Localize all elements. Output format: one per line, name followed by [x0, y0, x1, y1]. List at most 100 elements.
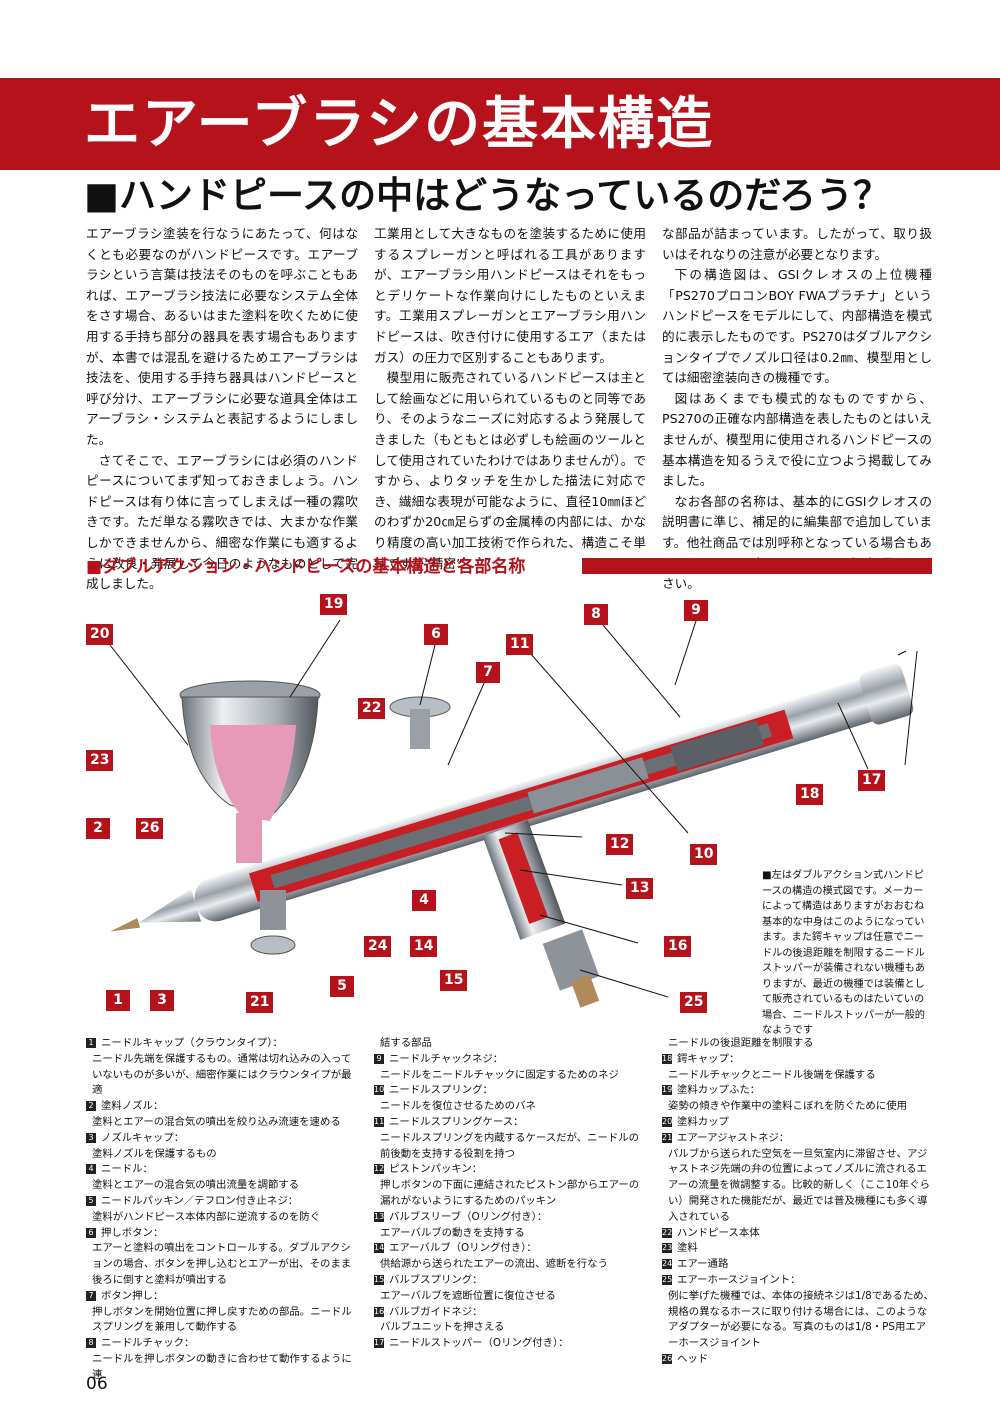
part-number: 20 — [662, 1116, 673, 1127]
intro-paragraph: 下の構造図は、GSIクレオスの上位機種「PS270プロコンBOY FWAプラチナ… — [662, 267, 932, 386]
part-name: 塗料 — [677, 1242, 698, 1255]
diagram-label: 1 — [106, 990, 130, 1011]
trigger-button — [389, 696, 451, 749]
page-subtitle: ■ハンドピースの中はどうなっているのだろう？ — [84, 174, 891, 217]
part-number: 9 — [374, 1053, 384, 1064]
diagram-label: 9 — [684, 600, 708, 621]
diagram-label: 25 — [680, 992, 708, 1013]
diagram-label: 20 — [86, 624, 114, 645]
part-number: 22 — [662, 1227, 673, 1238]
part-desc: 塗料がハンドピース本体内部に逆流するのを防ぐ — [92, 1210, 321, 1223]
diagram-label: 16 — [664, 936, 692, 957]
diagram-note: ■左はダブルアクション式ハンドピースの構造の模式図です。メーカーによって構造はあ… — [762, 870, 925, 1036]
part-name: ニードルチャック： — [101, 1337, 195, 1350]
title-band — [0, 78, 1000, 170]
airbrush-diagram — [109, 619, 918, 1008]
part-number: 5 — [86, 1195, 96, 1206]
intro-paragraph: 図はあくまでも模式的なものですから、PS270の正確な内部構造を表したものとはい… — [662, 390, 932, 489]
part-number: 6 — [86, 1227, 96, 1238]
part-desc: 塗料ノズルを保護するもの — [92, 1147, 217, 1160]
part-desc: ニードルを復位させるためのバネ — [380, 1100, 536, 1113]
intro-paragraph: な部品が詰まっています。したがって、取り扱いはそれなりの注意が必要となります。 — [662, 226, 932, 262]
handpiece-body — [109, 663, 914, 932]
part-desc: エアーと塗料の噴出をコントロールする。ダブルアクションの場合、ボタンを押し込むと… — [92, 1242, 352, 1286]
part-desc: 押しボタンの下面に連結されたピストン部からエアーの漏れがないようにするためのパッ… — [380, 1179, 640, 1207]
section-heading: ■ダブルアクション・ハンドピースの基本構造と各部名称 — [86, 556, 525, 580]
diagram-label: 24 — [364, 936, 392, 957]
part-desc: エアーバルブの動きを支持する — [380, 1226, 525, 1239]
part-desc: ニードルを押しボタンの動きに合わせて動作するように連 — [92, 1352, 352, 1381]
part-desc: ニードル先端を保護するもの。通常は切れ込みの入っていないものが多いが、細密作業に… — [92, 1052, 352, 1097]
part-number: 7 — [86, 1290, 96, 1301]
part-number: 19 — [662, 1085, 673, 1096]
part-name: 塗料カップ — [677, 1115, 729, 1128]
part-name: エアーホースジョイント： — [677, 1273, 801, 1286]
part-number: 21 — [662, 1132, 673, 1143]
part-name: ピストンパッキン： — [389, 1163, 483, 1176]
part-number: 18 — [662, 1053, 673, 1064]
part-name: エアーバルブ（Oリング付き）： — [389, 1242, 537, 1255]
part-desc: 結する部品 — [380, 1037, 432, 1049]
diagram-label: 23 — [86, 750, 114, 771]
page-number: 06 — [86, 1374, 108, 1394]
intro-column-2: 工業用として大きなものを塗装するために使用するスプレーガンと呼ばれる工具がありま… — [374, 224, 646, 574]
diagram-label: 5 — [330, 976, 354, 997]
intro-paragraph: エアーブラシ塗装を行なうにあたって、何はなくとも必要なのがハンドピースです。エア… — [86, 226, 358, 447]
diagram-label: 11 — [506, 634, 534, 655]
intro-paragraph: さてそこで、エアーブラシには必須のハンドピースについてまず知っておきましょう。ハ… — [86, 452, 358, 592]
part-name: ニードルストッパー（Oリング付き）： — [389, 1337, 569, 1350]
part-desc: 塗料とエアーの混合気の噴出流量を調節する — [92, 1179, 300, 1192]
diagram-label: 2 — [86, 818, 110, 839]
part-number: 25 — [662, 1274, 673, 1285]
part-name: ニードルチャックネジ： — [389, 1052, 504, 1065]
part-desc: ニードルスプリングを内蔵するケースだが、ニードルの前後動を支持する役割を持つ — [380, 1131, 640, 1160]
part-desc: 例に挙げた機種では、本体の接続ネジは1/8であるため、規格の異なるホースに取り付… — [668, 1289, 934, 1350]
diagram-label: 12 — [606, 834, 634, 855]
section-title: ■ダブルアクション・ハンドピースの基本構造と各部名称 — [86, 557, 526, 577]
part-name: ニードルスプリングケース： — [389, 1115, 524, 1128]
diagram-label: 14 — [410, 936, 438, 957]
part-number: 23 — [662, 1243, 673, 1254]
diagram-label: 4 — [412, 890, 436, 911]
diagram-label: 18 — [796, 784, 824, 805]
diagram-label: 8 — [584, 604, 608, 625]
part-name: ノズルキャップ： — [101, 1131, 185, 1144]
diagram-label: 17 — [858, 770, 886, 791]
part-name: 鍔キャップ： — [677, 1052, 740, 1065]
part-number: 16 — [374, 1306, 385, 1317]
diagram-label: 26 — [136, 818, 164, 839]
part-name: 押しボタン： — [101, 1226, 164, 1239]
part-number: 15 — [374, 1274, 385, 1285]
intro-column-3: な部品が詰まっています。したがって、取り扱いはそれなりの注意が必要となります。 … — [662, 224, 932, 595]
part-desc: バルブユニットを押さえる — [380, 1321, 505, 1334]
diagram-label: 7 — [476, 662, 500, 683]
part-name: ボタン押し： — [101, 1289, 164, 1302]
part-number: 12 — [374, 1164, 385, 1175]
intro-paragraph: なお各部の名称は、基本的にGSIクレオスの説明書に準じ、補足的に編集部で追加して… — [662, 493, 932, 592]
page-title: エアーブラシの基本構造 — [84, 92, 715, 157]
diagram-label: 22 — [358, 698, 386, 719]
part-desc: ニードルチャックとニードル後端を保護する — [668, 1068, 876, 1081]
leader-lines — [109, 619, 918, 998]
part-number: 17 — [374, 1338, 385, 1349]
diagram-label: 3 — [150, 990, 174, 1011]
part-number: 2 — [86, 1101, 96, 1112]
part-name: ニードルキャップ（クラウンタイプ）： — [101, 1037, 283, 1049]
part-name: ニードルスプリング： — [389, 1084, 493, 1097]
part-desc: 押しボタンを開始位置に押し戻すための部品。ニードルスプリングを兼用して動作する — [92, 1305, 352, 1334]
part-name: ニードルパッキン／テフロン付き止ネジ： — [101, 1194, 299, 1207]
part-name: ニードル： — [101, 1163, 153, 1176]
paint-cup — [179, 680, 321, 863]
diagram-label: 21 — [246, 992, 274, 1013]
part-name: 塗料ノズル： — [101, 1100, 164, 1113]
intro-paragraph: 工業用として大きなものを塗装するために使用するスプレーガンと呼ばれる工具がありま… — [374, 226, 646, 365]
diagram-label: 10 — [690, 844, 718, 865]
part-name: エアー通路 — [677, 1258, 729, 1271]
part-name: バルブスリーブ（Oリング付き）： — [389, 1210, 548, 1223]
air-adjust-screw — [250, 890, 296, 955]
part-number: 10 — [374, 1085, 385, 1096]
part-name: エアーアジャストネジ： — [677, 1131, 790, 1144]
